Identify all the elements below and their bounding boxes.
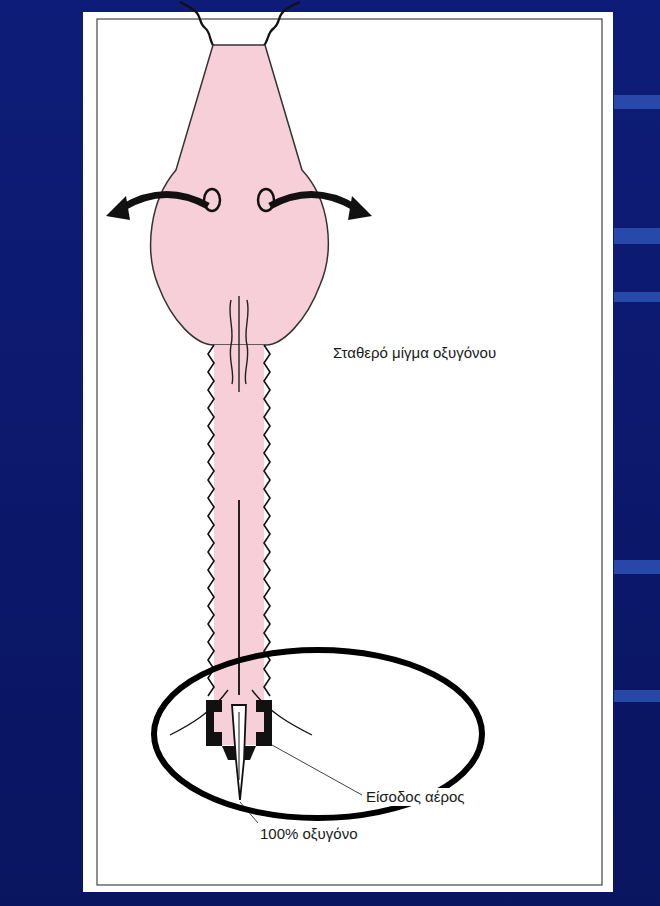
arrow-head bbox=[348, 196, 372, 220]
oxygen-jet bbox=[238, 500, 240, 700]
strap bbox=[180, 2, 215, 48]
label: Είσοδος αέρος bbox=[364, 788, 467, 806]
oxygen-nozzle bbox=[232, 705, 246, 800]
highlight-ellipse bbox=[154, 650, 482, 818]
nozzle-bore bbox=[239, 712, 240, 780]
exhale-arrow bbox=[270, 194, 356, 208]
fitting-left bbox=[206, 700, 222, 746]
tube-wall bbox=[208, 345, 214, 696]
white-panel bbox=[83, 12, 613, 892]
arrow-head bbox=[106, 196, 130, 220]
exhale-arrow bbox=[122, 194, 208, 208]
flow-line bbox=[230, 300, 233, 384]
leader-line bbox=[272, 745, 362, 795]
strap bbox=[262, 2, 300, 48]
panel-frame bbox=[97, 19, 602, 885]
label: 100% οξυγόνο bbox=[258, 825, 359, 843]
fitting-right bbox=[256, 700, 272, 746]
air-entry-line bbox=[170, 690, 228, 735]
flow-line bbox=[238, 296, 239, 392]
side-stripes bbox=[614, 95, 660, 702]
air-entry-line bbox=[252, 690, 312, 735]
label: Σταθερό μίγμα οξυγόνου bbox=[333, 344, 496, 362]
tube-wall bbox=[264, 345, 270, 696]
flow-line bbox=[245, 300, 248, 384]
